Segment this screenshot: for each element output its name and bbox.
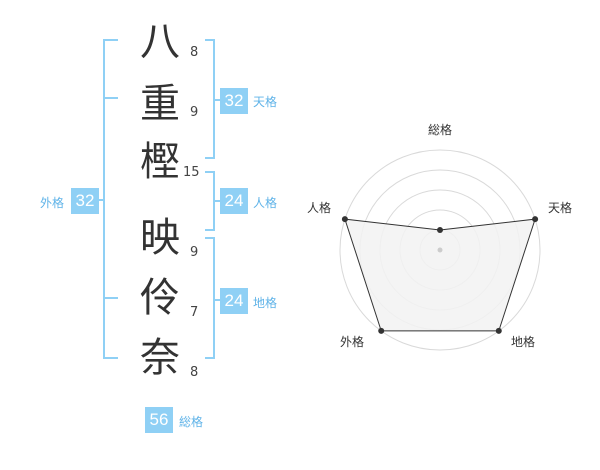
radar-grid-ring [339, 149, 541, 351]
stroke-count-2: 9 [190, 105, 199, 120]
radar-data-point [341, 216, 348, 223]
stroke-count-5: 7 [190, 305, 199, 320]
chikaku-bracket [205, 237, 215, 359]
tenkaku-value-badge: 32 [220, 88, 248, 114]
radar-axis-label-jinkaku: 人格 [307, 201, 332, 215]
radar-data-polygon [344, 218, 536, 332]
stroke-count-4: 9 [190, 245, 199, 260]
soukaku-value-badge: 56 [145, 407, 173, 433]
name-char-4: 映 [140, 215, 180, 261]
stroke-count-1: 8 [190, 45, 199, 60]
radar-data-point [437, 227, 443, 233]
tenkaku-label: 天格 [253, 95, 278, 109]
name-char-2: 重 [140, 81, 180, 127]
soukaku-label: 総格 [179, 415, 204, 429]
chikaku-label: 地格 [253, 296, 278, 310]
radar-axis-label-tenkaku: 天格 [548, 201, 573, 215]
radar-data-point [495, 327, 502, 334]
name-char-1: 八 [140, 19, 180, 65]
radar-data-point [378, 327, 385, 334]
name-char-5: 伶 [140, 275, 180, 321]
radar-data-point [532, 216, 539, 223]
chikaku-value-badge: 24 [220, 288, 248, 314]
radar-center-dot [437, 247, 443, 253]
stroke-count-6: 8 [190, 365, 199, 380]
name-char-6: 奈 [140, 335, 180, 381]
radar-axis-label-chikaku: 地格 [511, 335, 536, 349]
jinkaku-label: 人格 [253, 196, 278, 210]
name-char-3: 樫 [140, 139, 180, 185]
stroke-count-3: 15 [183, 165, 200, 180]
jinkaku-value-badge: 24 [220, 188, 248, 214]
radar-axis-label-soukaku: 総格 [428, 123, 453, 137]
gaikaku-label: 外格 [40, 196, 65, 210]
gaikaku-value-badge: 32 [71, 188, 99, 214]
radar-axis-label-gaikaku: 外格 [340, 335, 365, 349]
